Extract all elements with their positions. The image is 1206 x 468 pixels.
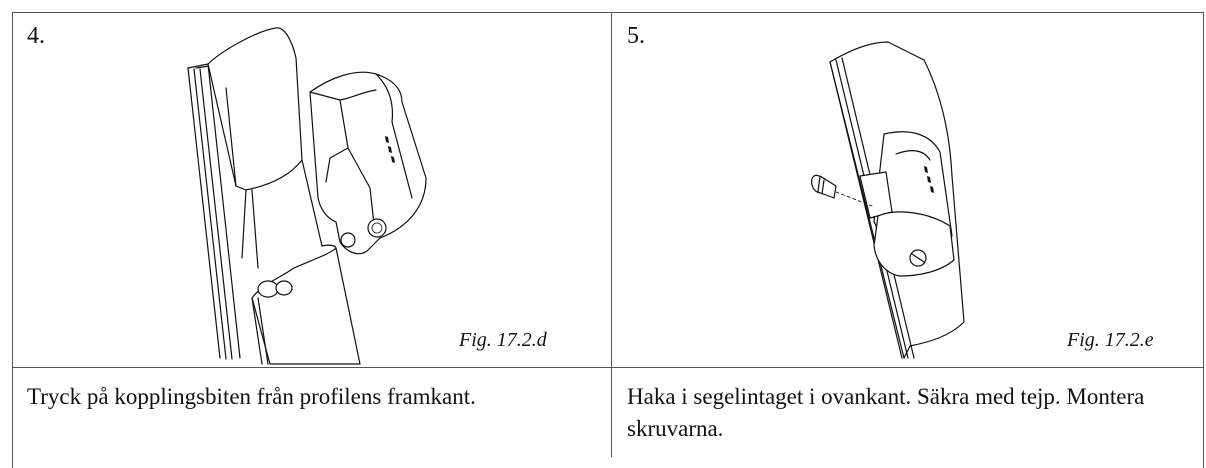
step-description-5: Haka i segelintaget i ovankant. Säkra me… — [627, 384, 1145, 441]
profile-with-feeder — [829, 41, 965, 359]
profile-coupling-illustration — [187, 27, 427, 365]
step-number-4: 4. — [27, 23, 45, 49]
figure-caption-5: Fig. 17.2.e — [1067, 329, 1154, 351]
figure-caption-4: Fig. 17.2.d — [459, 329, 547, 351]
step-number-5: 5. — [627, 23, 645, 49]
screw — [810, 174, 873, 207]
instruction-sheet: 4. — [12, 12, 1204, 468]
panel-frame — [12, 12, 1204, 468]
caption-separator — [12, 367, 1204, 368]
coupling-piece — [309, 71, 427, 255]
sail-feeder-illustration — [810, 41, 965, 359]
profile-extrusion — [187, 27, 361, 365]
panel-divider — [611, 12, 612, 457]
step-description-4: Tryck på kopplingsbiten från profilens f… — [27, 384, 476, 409]
